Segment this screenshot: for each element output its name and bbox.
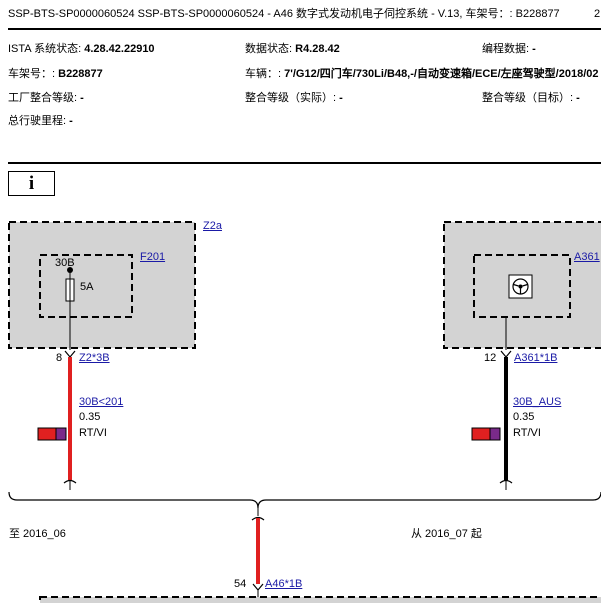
data-status-label: 数据状态:: [245, 43, 293, 55]
actual-integration-level: 整合等级（实际）: -: [245, 92, 343, 105]
fuse-terminal-label: 30B: [55, 257, 75, 269]
left-wire-gauge: 0.35: [79, 411, 101, 423]
vin: 车架号：: B228877: [8, 68, 103, 81]
pin-8-marker: [64, 350, 76, 358]
pin-54-marker: [252, 583, 264, 591]
connector-a361-1b-link[interactable]: A361*1B: [514, 352, 558, 364]
ista-status: ISTA 系统状态: 4.28.42.22910: [8, 43, 155, 56]
component-z2a-box: [8, 221, 196, 349]
page-number: 2: [594, 8, 601, 20]
right-wire-gauge: 0.35: [513, 411, 535, 423]
programming-data: 编程数据: -: [482, 43, 536, 56]
fuse-f201-link[interactable]: F201: [140, 251, 166, 263]
actual-integration-value: -: [339, 92, 343, 104]
wire-color-swatch-right-violet: [489, 427, 501, 441]
bottom-pin-number: 54: [234, 578, 247, 590]
data-status-value: R4.28.42: [295, 43, 340, 55]
variant-brace: [8, 491, 601, 509]
target-integration-level: 整合等级（目标）: -: [482, 92, 580, 105]
left-variant-label: 至 2016_06: [9, 528, 66, 540]
wire-color-swatch-right-red: [471, 427, 491, 441]
vin-value: B228877: [58, 68, 103, 80]
vehicle-label: 车辆：:: [245, 68, 282, 80]
factory-integration-level: 工厂整合等级: -: [8, 92, 84, 105]
right-variant-label: 从 2016_07 起: [411, 528, 482, 540]
ista-status-value: 4.28.42.22910: [84, 43, 155, 55]
factory-integration-value: -: [80, 92, 84, 104]
actual-integration-label: 整合等级（实际）:: [245, 92, 337, 104]
component-a361-inner-box: [473, 254, 571, 318]
connector-a46-1b-link[interactable]: A46*1B: [265, 578, 303, 590]
total-mileage-value: -: [69, 115, 73, 127]
right-wire-color: RT/VI: [513, 427, 541, 439]
left-pin-number: 8: [56, 352, 63, 364]
ista-status-label: ISTA 系统状态:: [8, 43, 82, 55]
fuse-rating-label: 5A: [80, 281, 94, 293]
programming-data-label: 编程数据:: [482, 43, 530, 55]
target-integration-value: -: [576, 92, 580, 104]
target-integration-label: 整合等级（目标）:: [482, 92, 574, 104]
component-a361-link[interactable]: A361: [574, 251, 600, 263]
steering-wheel-icon: [512, 278, 529, 295]
vehicle-value: 7'/G12/四门车/730Li/B48,-/自动变速箱/ECE/左座驾驶型/2…: [284, 68, 599, 80]
wire-color-swatch-left-violet: [55, 427, 67, 441]
vehicle: 车辆：: 7'/G12/四门车/730Li/B48,-/自动变速箱/ECE/左座…: [245, 68, 599, 81]
info-divider: [8, 162, 601, 164]
right-pin-number: 12: [484, 352, 497, 364]
wire-bottom-start: [251, 516, 265, 521]
factory-integration-label: 工厂整合等级:: [8, 92, 78, 104]
component-z2a-link[interactable]: Z2a: [203, 220, 222, 232]
header-divider: [8, 28, 601, 30]
vin-label: 车架号：:: [8, 68, 56, 80]
data-status: 数据状态: R4.28.42: [245, 43, 340, 56]
wire-color-swatch-left-red: [37, 427, 57, 441]
total-mileage-label: 总行驶里程:: [8, 115, 67, 127]
fuse-f201-box: [39, 254, 133, 318]
pin-12-marker: [500, 350, 512, 358]
connector-z2-3b-link[interactable]: Z2*3B: [79, 352, 110, 364]
programming-data-value: -: [532, 43, 536, 55]
left-wire-color: RT/VI: [79, 427, 107, 439]
right-wire-signal-link[interactable]: 30B_AUS: [513, 396, 562, 408]
total-mileage: 总行驶里程: -: [8, 115, 73, 128]
component-a46-box: [39, 596, 601, 603]
left-wire-signal-link[interactable]: 30B<201: [79, 396, 124, 408]
document-title: SSP-BTS-SP0000060524 SSP-BTS-SP000006052…: [8, 8, 560, 20]
info-button[interactable]: i: [8, 171, 55, 196]
